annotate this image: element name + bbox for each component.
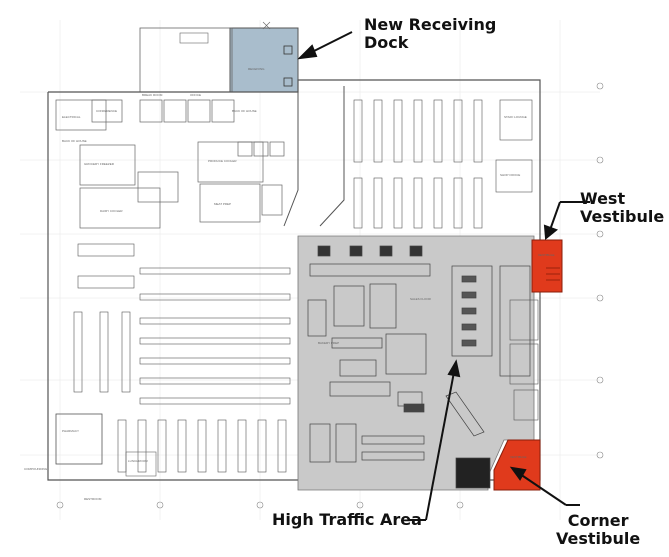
lunchroom bbox=[125, 451, 157, 477]
conference-label: CONFERENCE bbox=[96, 109, 117, 113]
left-aisles bbox=[73, 243, 291, 405]
west-vestibule-doors bbox=[546, 267, 560, 281]
dock-door bbox=[283, 45, 293, 55]
back-of-house-rooms bbox=[55, 99, 285, 229]
corner-vestibule-callout: Corner Vestibule bbox=[556, 512, 640, 548]
high-traffic-fixtures bbox=[307, 245, 531, 489]
high-traffic-callout-text: High Traffic Area bbox=[272, 510, 422, 529]
meat-prep-label: MEAT PREP bbox=[214, 202, 231, 206]
callout-arrows bbox=[297, 31, 590, 521]
generator bbox=[179, 32, 209, 44]
pharmacy-label: PHARMACY bbox=[62, 429, 79, 433]
grocery-freezer-label: GROCERY FREEZER bbox=[84, 162, 115, 166]
produce-cooler-label: PRODUCE COOLER bbox=[208, 159, 237, 163]
receiving-dock-zone bbox=[229, 27, 299, 93]
break-room-label: BREAK ROOM bbox=[142, 93, 163, 97]
back-of-house-label: BACK OF HOUSE bbox=[62, 139, 87, 143]
sales-floor-label: SALES FLOOR bbox=[410, 297, 432, 301]
corner-vestibule bbox=[493, 439, 541, 491]
office-label: OFFICE bbox=[190, 93, 201, 97]
bakery-prep-label: BAKERY PREP bbox=[318, 341, 339, 345]
exterior-marks bbox=[56, 82, 604, 509]
west-vestibule bbox=[531, 239, 563, 293]
corner-vestibule-room-label: VESTIBULE bbox=[510, 455, 527, 459]
diagonal-corridor bbox=[283, 92, 299, 227]
diagonal-wall bbox=[319, 86, 345, 227]
shop-office-label: SHOP OFFICE bbox=[500, 173, 520, 177]
lower-shelving bbox=[117, 419, 287, 473]
pharmacy-room bbox=[55, 413, 103, 465]
storage-yard bbox=[139, 27, 233, 93]
staff-lounge-label: STAFF LOUNGE bbox=[504, 115, 527, 119]
lunchroom-label: LUNCHROOM bbox=[128, 459, 148, 463]
corner-vestibule-callout-line1: Corner bbox=[567, 511, 629, 530]
compounding-label: COMPOUNDING bbox=[24, 467, 48, 471]
back-of-house-label-2: BACK OF HOUSE bbox=[232, 109, 257, 113]
west-vestibule-callout-line2: Vestibule bbox=[580, 207, 665, 226]
electrical-label: ELECTRICAL bbox=[62, 115, 81, 119]
right-service-rooms bbox=[509, 299, 539, 421]
receiving-dock-callout-line1: New Receiving bbox=[364, 15, 497, 34]
corner-vestibule-callout-line2: Vestibule bbox=[556, 529, 641, 548]
west-vestibule-callout-line1: West bbox=[580, 189, 626, 208]
receiving-dock-callout: New Receiving Dock bbox=[364, 16, 496, 52]
west-vestibule-callout: West Vestibule bbox=[580, 190, 664, 226]
receiving-dock-callout-line2: Dock bbox=[364, 33, 409, 52]
receiving-room-label: RECEIVING bbox=[248, 67, 265, 71]
dairy-cooler-label: DAIRY COOLER bbox=[100, 209, 123, 213]
restroom-label: RESTROOM bbox=[84, 497, 102, 501]
receiving-arrow bbox=[307, 31, 353, 55]
dock-door bbox=[283, 77, 293, 87]
high-traffic-callout: High Traffic Area bbox=[272, 511, 422, 529]
upper-shelving bbox=[353, 99, 533, 229]
west-vestibule-room-label: VESTIBULE bbox=[538, 253, 555, 257]
